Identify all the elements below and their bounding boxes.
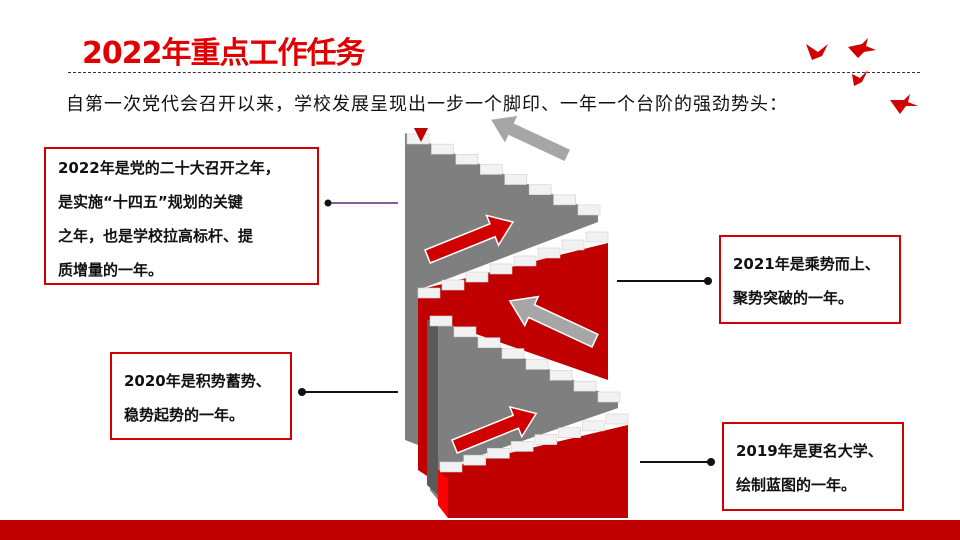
stair-step [581, 420, 605, 432]
callout-line: 之年，也是学校拉高标杆、提 [58, 227, 254, 245]
stair-step [504, 174, 528, 185]
bird-icon [852, 70, 868, 86]
stair-step [561, 239, 585, 251]
stair-step [513, 255, 537, 267]
divider [68, 72, 920, 73]
footer-bar [0, 520, 960, 540]
stair-red-middle [418, 243, 608, 478]
callout-line: 2020年是积势蓄势、 [124, 372, 271, 390]
bird-icon [890, 94, 918, 114]
stair-step [528, 184, 552, 196]
stair-step [585, 231, 609, 243]
stair-step [597, 391, 621, 403]
callout-line: 质增量的一年。 [58, 261, 164, 279]
stair-step [510, 441, 534, 452]
arrow-back-gray-2 [508, 295, 599, 348]
arrow-up-red-2 [451, 405, 538, 454]
stair-step [439, 461, 463, 473]
callout-line: 稳势起势的一年。 [124, 406, 245, 424]
callout-2020: 2020年是积势蓄势、 稳势起势的一年。 [110, 352, 292, 440]
stair-gray-upper [405, 133, 598, 445]
stair-steps [406, 133, 629, 473]
stair-step [463, 454, 487, 466]
callout-line: 2022年是党的二十大召开之年， [58, 159, 280, 177]
stair-step [417, 287, 441, 299]
callout-line: 是实施“十四五”规划的关键 [58, 193, 243, 211]
stair-step [429, 315, 453, 327]
marker-arrow-icon [414, 128, 428, 142]
subtitle: 自第一次党代会召开以来，学校发展呈现出一步一个脚印、一年一个台阶的强劲势头： [66, 94, 788, 115]
callout-line: 绘制蓝图的一年。 [736, 476, 857, 494]
callout-2022: 2022年是党的二十大召开之年， 是实施“十四五”规划的关键 之年，也是学校拉高… [44, 147, 319, 285]
bird-icon [848, 38, 876, 58]
callout-line: 2021年是乘势而上、 [733, 255, 880, 273]
connector-dot [298, 388, 306, 396]
stair-step [487, 447, 510, 459]
bird-icons [806, 38, 918, 114]
bird-icon [806, 44, 828, 60]
stair-step [501, 348, 525, 359]
stair-step [441, 279, 465, 291]
callout-2019: 2019年是更名大学、 绘制蓝图的一年。 [722, 422, 904, 511]
stair-step [489, 263, 513, 275]
page-title: 2022年重点工作任务 [82, 36, 365, 71]
stair-step [577, 204, 601, 216]
stair-step [477, 337, 501, 349]
stair-step [525, 359, 549, 370]
stair-step [549, 369, 573, 381]
stair-step [553, 194, 576, 206]
connector-dot [324, 199, 332, 207]
stair-step [453, 326, 477, 338]
stair-step [479, 164, 503, 175]
stair-step [455, 153, 479, 165]
arrow-back-gray-1 [488, 113, 572, 163]
callout-line: 2019年是更名大学、 [736, 442, 883, 460]
callout-2021: 2021年是乘势而上、 聚势突破的一年。 [719, 235, 901, 324]
stair-side-dark [427, 320, 438, 495]
stair-step [537, 247, 561, 259]
stair-step [465, 271, 489, 283]
stair-gray-lower [430, 316, 618, 500]
stair-step [431, 143, 454, 155]
stair-step [605, 413, 629, 425]
stair-red-bottom [438, 425, 628, 518]
connector-dot [707, 458, 715, 466]
callout-line: 聚势突破的一年。 [733, 289, 854, 307]
stair-step [573, 380, 597, 392]
stair-step [558, 427, 581, 439]
connector-dot [704, 277, 712, 285]
stair-step [534, 434, 558, 445]
arrow-up-red-1 [424, 214, 515, 264]
